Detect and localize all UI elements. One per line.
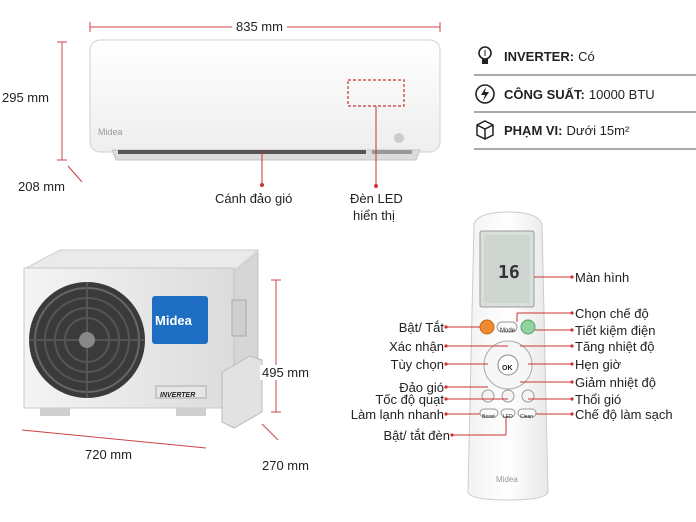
label-quick-cool: Làm lạnh nhanh [350,407,444,422]
label-mode-select: Chọn chế độ [575,306,649,321]
remote-clean-button[interactable]: Clean [520,414,534,420]
label-eco: Tiết kiệm điện [575,323,656,338]
flap-label: Cánh đảo gió [215,191,293,206]
spec-label: INVERTER: [504,48,575,64]
spec-value: Có [578,48,595,64]
outdoor-dimension-lines [21,279,281,449]
spec-row-power: CÔNG SUẤT: 10000 BTU [474,77,696,111]
label-temp-down: Giảm nhiệt độ [575,375,656,390]
remote-mode-button[interactable]: Mode [500,328,516,334]
indoor-depth-label: 208 mm [18,179,65,194]
label-swing: Đảo gió [399,380,444,395]
label-fan-speed: Tốc độ quạt [375,392,444,407]
label-option: Tùy chọn [390,357,444,372]
label-timer: Hẹn giờ [575,357,622,372]
lightbulb-icon [474,45,496,67]
spec-label: CÔNG SUẤT: [504,86,585,102]
outdoor-unit [23,249,263,429]
remote-boost-button[interactable]: Boost [482,414,495,420]
label-temp-up: Tăng nhiệt độ [575,339,655,354]
outdoor-depth-label: 270 mm [262,458,309,473]
cube-icon [474,119,496,141]
remote-ok-button[interactable]: OK [502,365,513,372]
label-screen: Màn hình [575,270,630,285]
label-confirm: Xác nhận [389,339,444,354]
power-bolt-icon [474,83,496,105]
callout-lines [446,276,572,436]
outdoor-inverter-badge: INVERTER [160,392,196,399]
label-power: Bật/ Tắt [398,320,444,335]
outdoor-logo: Midea [155,313,192,328]
remote-control [467,211,549,501]
indoor-unit [89,39,441,161]
indoor-logo: Midea [98,127,123,137]
led-label-line2: hiển thị [353,208,395,223]
remote-logo: Midea [496,475,518,484]
spec-row-inverter: INVERTER: Có [474,39,696,73]
outdoor-height-label: 495 mm [260,365,311,380]
label-led-toggle: Bật/ tắt đèn [383,428,451,443]
label-clean-mode: Chế độ làm sạch [575,407,673,422]
spec-value: 10000 BTU [588,86,655,102]
indoor-width-label: 835 mm [232,19,287,34]
outdoor-width-label: 720 mm [85,447,132,462]
led-label-line1: Đèn LED [350,191,403,206]
remote-display-number: 16 [498,262,520,283]
spec-label: PHẠM VI: [504,122,563,138]
spec-row-range: PHẠM VI: Dưới 15m² [474,113,696,147]
indoor-height-label: 295 mm [2,90,49,105]
label-air-blow: Thổi gió [575,392,622,407]
remote-led-button[interactable]: LED [503,414,513,420]
spec-value: Dưới 15m² [566,122,630,138]
